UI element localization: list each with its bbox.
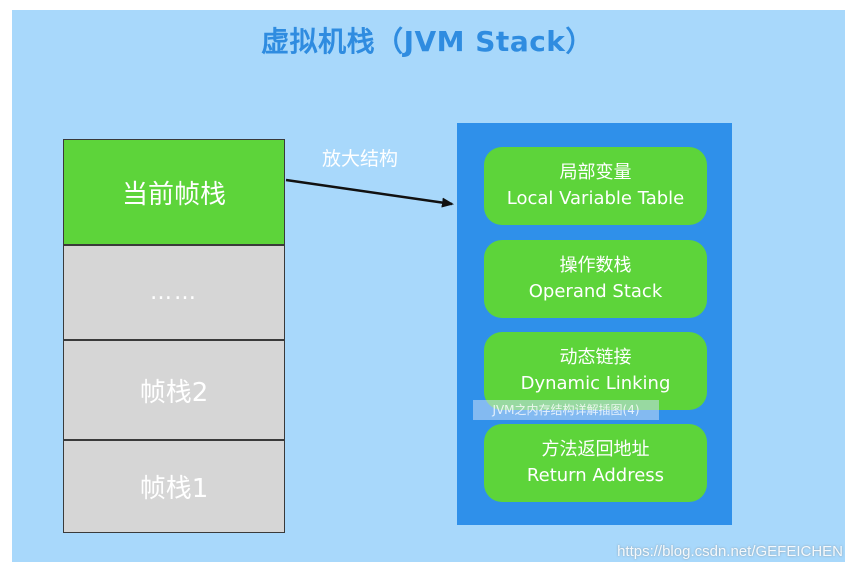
zoom-label: 放大结构 bbox=[322, 148, 399, 170]
part-label-en: Operand Stack bbox=[528, 281, 663, 302]
part-label-cn: 方法返回地址 bbox=[541, 439, 650, 460]
return-address: 方法返回地址 Return Address bbox=[484, 424, 707, 502]
part-label-cn: 动态链接 bbox=[559, 347, 632, 368]
url-watermark: https://blog.csdn.net/GEFEICHEN bbox=[617, 543, 843, 560]
operand-stack: 操作数栈 Operand Stack bbox=[484, 240, 707, 318]
stack-frame-2: 帧栈2 bbox=[63, 340, 285, 440]
frame-structure-box: 局部变量 Local Variable Table 操作数栈 Operand S… bbox=[457, 123, 732, 525]
part-label-cn: 局部变量 bbox=[559, 162, 632, 183]
part-label-cn: 操作数栈 bbox=[559, 255, 632, 276]
diagram-title: 虚拟机栈（JVM Stack） bbox=[261, 25, 594, 58]
center-watermark: JVM之内存结构详解插图(4) bbox=[473, 400, 659, 420]
stack-frame-ellipsis: …… bbox=[63, 245, 285, 340]
dynamic-linking: 动态链接 Dynamic Linking bbox=[484, 332, 707, 410]
local-variable-table: 局部变量 Local Variable Table bbox=[484, 147, 707, 225]
part-label-en: Local Variable Table bbox=[506, 188, 685, 209]
stack-frame-1: 帧栈1 bbox=[63, 440, 285, 533]
part-label-en: Return Address bbox=[526, 465, 665, 486]
part-label-en: Dynamic Linking bbox=[520, 373, 671, 394]
current-stack-frame: 当前帧栈 bbox=[63, 139, 285, 245]
